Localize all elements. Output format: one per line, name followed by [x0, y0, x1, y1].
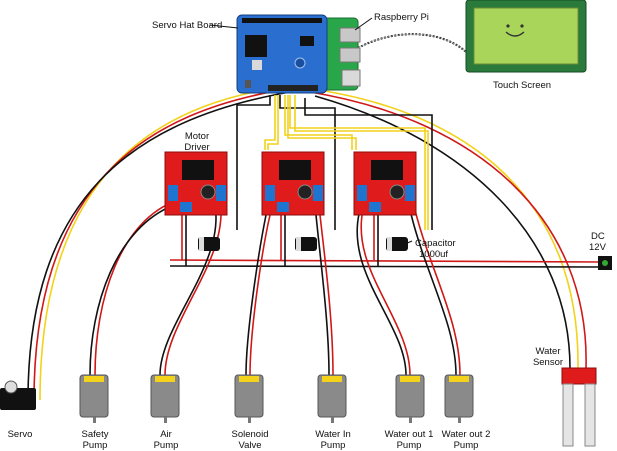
wire-red-sensor	[309, 91, 587, 369]
motor-driver-label-line2: Driver	[184, 142, 209, 153]
servo-label: Servo	[8, 429, 33, 440]
safety-pump-label-line2: Pump	[83, 440, 108, 451]
motor-driver-1	[164, 151, 228, 216]
wire-black-bus	[236, 95, 433, 230]
wire-solenoid	[249, 214, 271, 376]
water-sensor-label-line1: Water	[536, 346, 561, 357]
capacitor-label-line1: Capacitor	[415, 238, 456, 249]
motor-driver-label-line1: Motor	[185, 131, 209, 142]
water-out2-pump-label-line2: Pump	[454, 440, 479, 451]
air-pump-label-line1: Air	[160, 429, 172, 440]
wire-black-rail	[169, 265, 601, 268]
wire-red-rail	[169, 259, 601, 263]
wire-water-in	[319, 214, 334, 376]
wire-red-servo	[33, 87, 296, 401]
air-pump-label-line2: Pump	[154, 440, 179, 451]
servo-hat-label: Servo Hat Board	[152, 20, 222, 31]
water-out1-pump-label-line2: Pump	[397, 440, 422, 451]
water-in-pump-motor	[317, 374, 347, 423]
safety-pump-label-line1: Safety	[82, 429, 109, 440]
motor-driver-3	[353, 151, 417, 216]
dc-label-line1: DC	[591, 231, 605, 242]
solenoid-valve-label-line1: Solenoid	[232, 429, 269, 440]
water-out1-pump-motor	[395, 374, 425, 423]
water-sensor-label-line2: Sensor	[533, 357, 563, 368]
capacitor-label-line2: 1000uf	[419, 249, 448, 260]
raspberry-pi-board	[317, 17, 361, 91]
touch-screen-label: Touch Screen	[493, 80, 551, 91]
water-sensor-device	[561, 367, 597, 447]
water-out2-pump-label-line1: Water out 2	[442, 429, 491, 440]
motor-driver-2	[261, 151, 325, 216]
touch-screen-device	[465, 0, 587, 73]
wire-air-pump	[164, 199, 222, 376]
servo-hat-board	[236, 14, 328, 94]
raspberry-pi-label: Raspberry Pi	[374, 12, 429, 23]
safety-pump-motor	[79, 374, 109, 423]
wire-yellow-sensor	[304, 87, 579, 369]
wire-water-out1	[360, 209, 411, 376]
water-out1-pump-label-line1: Water out 1	[385, 429, 434, 440]
water-in-pump-label-line2: Pump	[321, 440, 346, 451]
wire-water-out2	[414, 209, 461, 376]
solenoid-valve-label-line2: Valve	[238, 440, 261, 451]
water-out2-pump-motor	[444, 374, 474, 423]
air-pump-motor	[150, 374, 180, 423]
solenoid-valve-motor	[234, 374, 264, 423]
servo-device	[0, 380, 36, 410]
wire-safety-pump	[94, 199, 179, 376]
water-in-pump-label-line1: Water In	[315, 429, 351, 440]
capacitor-2	[295, 237, 317, 251]
capacitor-1	[198, 237, 220, 251]
dc-label-line2: 12V	[589, 242, 607, 253]
wire-black-sensor	[314, 95, 571, 369]
wires	[27, 33, 601, 401]
label-pointers	[209, 17, 413, 245]
wire-black-servo	[27, 91, 291, 401]
wire-touchscreen-cable	[357, 33, 479, 69]
wire-yellow-bus	[264, 95, 426, 230]
dc-power-jack	[598, 256, 612, 270]
capacitor-3	[386, 237, 408, 251]
